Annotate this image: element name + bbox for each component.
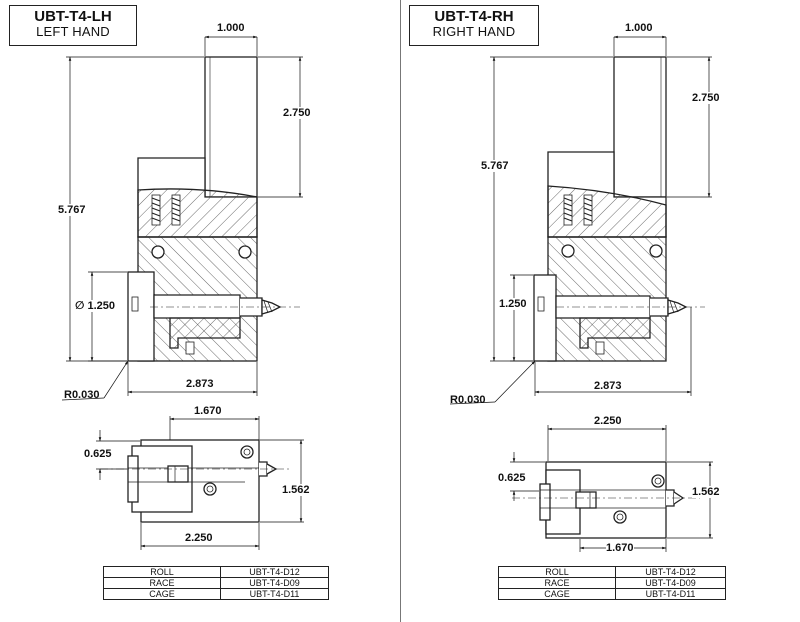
part-number: UBT-T4-D11 [615, 588, 726, 600]
rh-dim-bore-dia: 1.250 [499, 298, 527, 310]
lh-dim-top-width: 1.000 [217, 22, 245, 34]
table-row: RACE UBT-T4-D09 [498, 577, 726, 589]
rh-side-view [533, 56, 705, 362]
lh-dim-length: 2.873 [186, 378, 214, 390]
rh-dim-overall-height: 5.767 [481, 160, 509, 172]
lh-dim-top-width: 2.250 [185, 532, 213, 544]
lh-model-number: UBT-T4-LH [34, 8, 112, 25]
rh-top-dimension-lines [510, 425, 713, 552]
rh-dim-radius: R0.030 [450, 394, 486, 406]
part-number: UBT-T4-D09 [615, 577, 726, 589]
part-name: RACE [103, 577, 221, 589]
rh-dim-length: 2.873 [594, 380, 622, 392]
lh-dim-top-offset: 1.670 [194, 405, 222, 417]
part-number: UBT-T4-D09 [220, 577, 329, 589]
lh-dim-top-height: 1.562 [282, 484, 310, 496]
part-number: UBT-T4-D12 [615, 566, 726, 578]
lh-top-dimension-lines [96, 416, 304, 550]
part-number: UBT-T4-D12 [220, 566, 329, 578]
rh-parts-table: ROLL UBT-T4-D12 RACE UBT-T4-D09 CAGE UBT… [498, 566, 726, 600]
rh-dim-top-height: 1.562 [692, 486, 720, 498]
rh-hand-label: RIGHT HAND [432, 23, 516, 39]
lh-parts-table: ROLL UBT-T4-D12 RACE UBT-T4-D09 CAGE UBT… [103, 566, 329, 600]
rh-dim-top-view-width: 2.250 [594, 415, 622, 427]
table-row: RACE UBT-T4-D09 [103, 577, 329, 589]
rh-dim-top-width: 1.000 [625, 22, 653, 34]
rh-dim-top-offset: 1.670 [606, 542, 634, 554]
part-name: ROLL [103, 566, 221, 578]
lh-dim-bore-dia: ∅ 1.250 [75, 300, 116, 312]
rh-dimension-lines [449, 35, 712, 405]
sheet-divider [400, 0, 401, 622]
table-row: CAGE UBT-T4-D11 [103, 588, 329, 600]
table-row: CAGE UBT-T4-D11 [498, 588, 726, 600]
rh-model-number: UBT-T4-RH [434, 8, 514, 25]
part-name: ROLL [498, 566, 616, 578]
lh-dim-shank-height: 2.750 [283, 107, 311, 119]
lh-dim-overall-height: 5.767 [58, 204, 86, 216]
part-name: CAGE [103, 588, 221, 600]
part-name: RACE [498, 577, 616, 589]
lh-dim-top-small: 0.625 [84, 448, 112, 460]
lh-hand-label: LEFT HAND [36, 23, 110, 39]
rh-dim-shank-height: 2.750 [692, 92, 720, 104]
rh-dim-top-small: 0.625 [498, 472, 526, 484]
part-name: CAGE [498, 588, 616, 600]
lh-title-block: UBT-T4-LH LEFT HAND [9, 5, 137, 46]
lh-side-view [127, 56, 300, 362]
table-row: ROLL UBT-T4-D12 [103, 566, 329, 578]
rh-top-view [512, 461, 700, 539]
lh-top-view [100, 439, 290, 523]
rh-title-block: UBT-T4-RH RIGHT HAND [409, 5, 539, 46]
part-number: UBT-T4-D11 [220, 588, 329, 600]
table-row: ROLL UBT-T4-D12 [498, 566, 726, 578]
lh-dim-radius: R0.030 [64, 389, 100, 401]
